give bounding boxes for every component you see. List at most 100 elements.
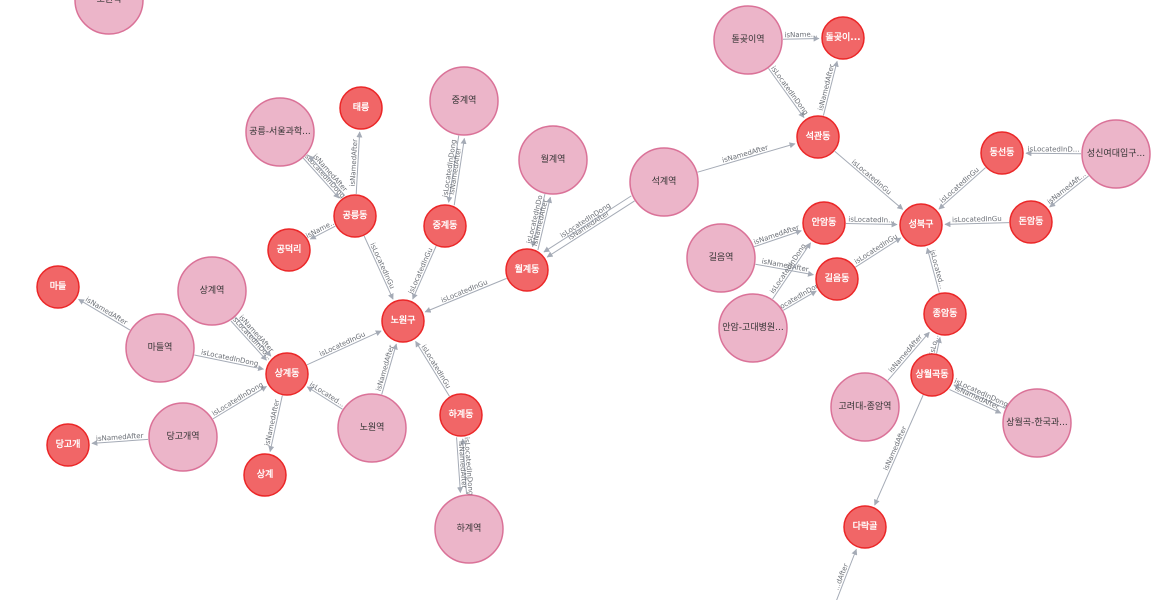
relationship-edge[interactable]: isLocatedInGu [424,277,507,313]
node-circle[interactable] [1081,119,1151,189]
relationship-edge[interactable]: isName... [782,31,820,42]
edge-line[interactable] [768,68,805,119]
relationship-edge[interactable]: isLocatedIn... [845,216,898,228]
dong-node[interactable]: 공덕리 [267,228,311,272]
dong-node[interactable]: 성북구 [899,203,943,247]
relationship-edge[interactable]: isNamedAfter [375,343,398,395]
dong-node[interactable]: 중계동 [423,204,467,248]
relationship-edge[interactable]: isLocatedInGu [363,235,396,300]
edge-line[interactable] [309,225,336,240]
edge-line[interactable] [772,242,811,300]
edge-line[interactable] [697,142,796,173]
station-node[interactable]: 성신여대입구... [1081,119,1151,189]
dong-node[interactable]: 공릉동 [333,194,377,238]
node-circle[interactable] [36,265,80,309]
node-circle[interactable] [74,0,144,35]
node-circle[interactable] [899,203,943,247]
station-node[interactable]: 안암-고대병원... [718,293,788,363]
edge-line[interactable] [308,155,346,196]
station-node[interactable]: 상계역 [177,256,247,326]
relationship-edge[interactable]: isLocatedInGu [306,330,382,366]
edge-line[interactable] [822,60,839,116]
edge-line[interactable] [446,135,460,203]
relationship-edge[interactable]: ...dAfter [833,548,858,600]
node-circle[interactable] [802,201,846,245]
station-node[interactable]: 노원역 [337,393,407,463]
node-circle[interactable] [434,494,504,564]
relationship-edge[interactable]: isLocatedInDong [211,381,267,420]
edge-line[interactable] [935,336,942,354]
relationship-edge[interactable]: isLocatedInDong [543,195,632,253]
edge-line[interactable] [834,150,904,210]
edge-line[interactable] [753,229,802,248]
node-circle[interactable] [686,223,756,293]
edge-line[interactable] [834,548,858,600]
dong-node[interactable]: 석관동 [796,115,840,159]
edge-line[interactable] [302,157,340,199]
station-node[interactable]: 상월곡-한국과... [1002,388,1072,458]
relationship-edge[interactable]: isNamedAfter [546,200,635,258]
node-circle[interactable] [815,257,859,301]
node-circle[interactable] [629,147,699,217]
edge-line[interactable] [415,340,450,397]
node-circle[interactable] [243,453,287,497]
node-circle[interactable] [821,16,865,60]
relationship-edge[interactable]: isLo... [928,334,942,355]
dong-node[interactable]: 길음동 [815,257,859,301]
node-circle[interactable] [265,352,309,396]
node-circle[interactable] [505,248,549,292]
station-node[interactable]: 길음역 [686,223,756,293]
relationship-edge[interactable]: isLocatedInGu [853,232,902,268]
edge-line[interactable] [230,320,267,361]
relationship-edge[interactable]: isLocatedInGu [407,245,437,300]
edge-line[interactable] [855,237,902,268]
node-circle[interactable] [843,505,887,549]
relationship-edge[interactable]: isLocatedInGu [834,150,904,210]
station-node[interactable]: 돌곶이역 [713,5,783,75]
relationship-edge[interactable]: isNamedAft... [1046,171,1089,208]
relationship-edge[interactable]: isLocatedInDo... [230,314,273,361]
edge-line[interactable] [874,394,924,506]
relationship-edge[interactable]: isLocatedInGu [938,166,986,210]
edge-line[interactable] [91,438,149,446]
node-circle[interactable] [381,299,425,343]
relationship-edge[interactable]: isLocatedInGu [415,340,453,397]
node-circle[interactable] [333,194,377,238]
edge-line[interactable] [543,195,632,253]
edge-line[interactable] [845,221,898,228]
node-circle[interactable] [245,97,315,167]
edge-line[interactable] [453,137,467,206]
edge-line[interactable] [412,245,437,300]
node-circle[interactable] [1002,388,1072,458]
relationship-edge[interactable]: isNamedAfter [78,296,131,331]
node-circle[interactable] [177,256,247,326]
dong-node[interactable]: 마들 [36,265,80,309]
node-circle[interactable] [796,115,840,159]
edge-line[interactable] [944,221,1010,228]
edge-line[interactable] [537,196,553,251]
station-node[interactable]: 노원역 [74,0,144,35]
node-circle[interactable] [339,86,383,130]
relationship-edge[interactable]: isLocated... [925,247,946,293]
relationship-edge[interactable]: isLocatedInGu [944,215,1010,228]
relationship-edge[interactable]: isNamedAfter [308,153,349,196]
dong-node[interactable]: 당고개 [46,423,90,467]
relationship-edge[interactable]: isLocated... [306,381,346,410]
dong-node[interactable]: 동선동 [980,131,1024,175]
dong-node[interactable]: 상월곡동 [910,353,954,397]
node-circle[interactable] [46,423,90,467]
edge-line[interactable] [212,386,267,420]
relationship-edge[interactable]: isLocatedInDong [302,151,347,200]
relationship-edge[interactable]: isNamedAfter [263,395,283,453]
node-circle[interactable] [910,353,954,397]
dong-node[interactable]: 하계동 [439,393,483,437]
dong-node[interactable]: 돈암동 [1009,200,1053,244]
edge-line[interactable] [546,200,635,258]
edge-line[interactable] [306,386,343,410]
edge-line[interactable] [306,330,382,366]
dong-node[interactable]: 상계 [243,453,287,497]
node-circle[interactable] [1009,200,1053,244]
edge-line[interactable] [460,438,468,495]
node-circle[interactable] [713,5,783,75]
